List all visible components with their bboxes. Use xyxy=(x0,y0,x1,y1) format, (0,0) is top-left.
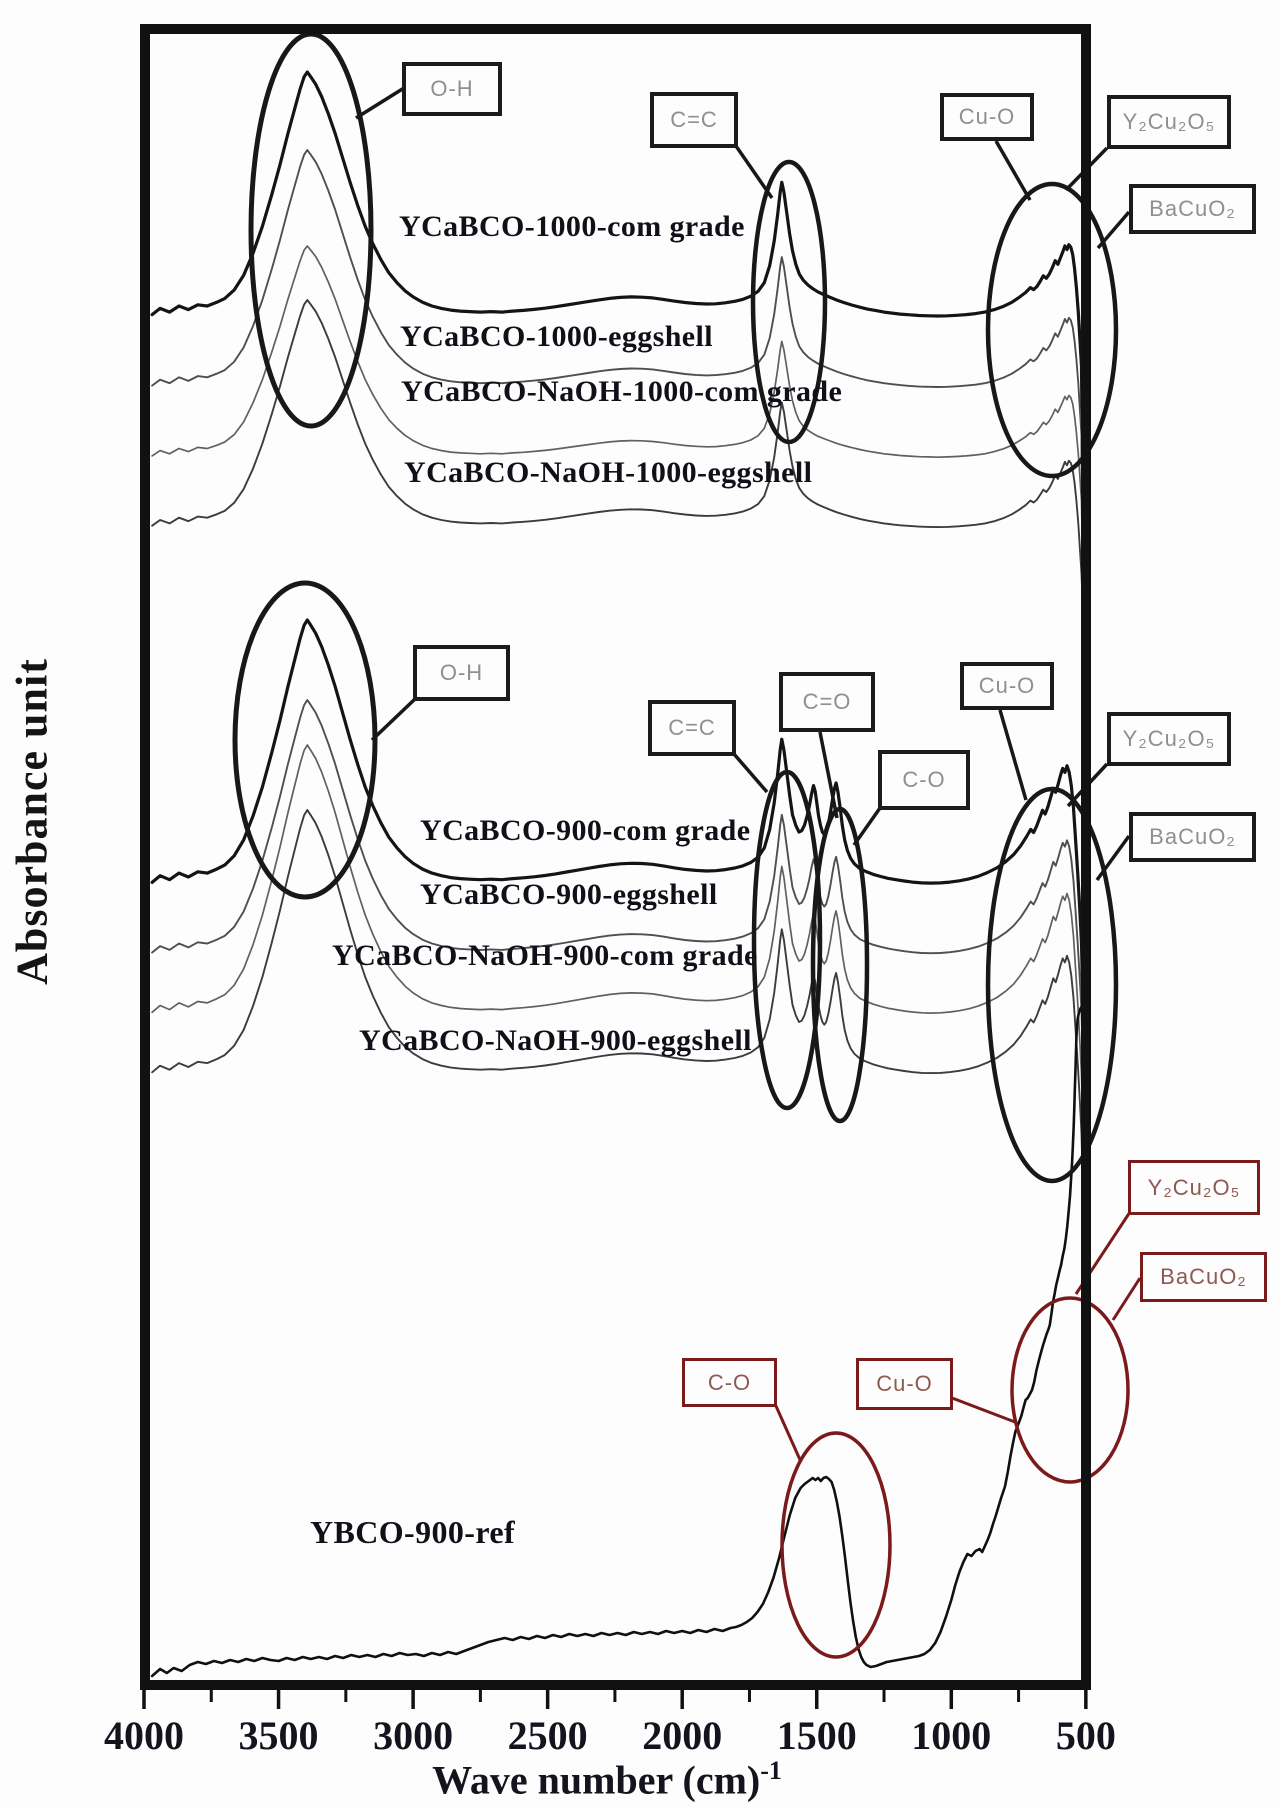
leader-line xyxy=(1096,210,1131,250)
leader-line xyxy=(774,1405,803,1463)
annotation-box-y-cu-o: Y₂Cu₂O₅ xyxy=(1107,95,1231,149)
spectrum-ycabco-naoh-1000-eggshell xyxy=(151,299,1084,609)
annotation-box-cu-o: Cu-O xyxy=(960,662,1054,710)
peak-ellipses xyxy=(232,31,1130,1659)
curve-label-ycabco-900-com-grade: YCaBCO-900-com grade xyxy=(420,814,751,847)
curve-label-ycabco-naoh-1000-eggshell: YCaBCO-NaOH-1000-eggshell xyxy=(404,456,813,489)
spectrum-ycabco-1000-eggshell xyxy=(151,149,1084,546)
peak-ellipse xyxy=(780,1431,892,1659)
leader-line xyxy=(732,752,769,794)
peak-ellipse xyxy=(232,580,378,900)
annotation-box-bacuo: BaCuO₂ xyxy=(1140,1252,1267,1302)
annotation-box-y-cu-o: Y₂Cu₂O₅ xyxy=(1128,1160,1260,1215)
x-tick-label-4000: 4000 xyxy=(104,1713,184,1758)
spectrum-ybco-900-ref xyxy=(150,1005,1083,1678)
plot-border xyxy=(140,24,1091,1690)
x-tick-label-2500: 2500 xyxy=(507,1713,588,1758)
curve-label-ycabco-naoh-900-eggshell: YCaBCO-NaOH-900-eggshell xyxy=(359,1024,752,1057)
x-tick-label-3500: 3500 xyxy=(238,1713,319,1758)
peak-ellipse xyxy=(248,31,374,429)
spectrum-ycabco-naoh-1000-com-grade xyxy=(151,245,1084,579)
peak-ellipse xyxy=(750,159,828,445)
spectrum-ycabco-900-eggshell xyxy=(151,699,1084,1064)
peak-ellipse xyxy=(1010,1296,1130,1484)
curve-label-ycabco-1000-eggshell: YCaBCO-1000-eggshell xyxy=(400,320,713,353)
leader-line xyxy=(1111,1277,1142,1321)
leader-line xyxy=(818,731,839,819)
x-tick-label-1500: 1500 xyxy=(776,1713,857,1758)
spectrum-ycabco-naoh-900-eggshell xyxy=(151,809,1084,1186)
x-axis-title-exponent: -1 xyxy=(760,1756,782,1785)
x-axis-title-main: Wave number (cm) xyxy=(432,1757,761,1803)
curve-label-ycabco-900-eggshell: YCaBCO-900-eggshell xyxy=(420,878,718,911)
curve-label-ycabco-naoh-1000-com-grade: YCaBCO-NaOH-1000-com grade xyxy=(401,375,843,408)
x-axis-title: Wave number (cm)-1 xyxy=(377,1756,837,1803)
leader-line xyxy=(355,86,405,120)
peak-ellipse xyxy=(985,786,1119,1184)
annotation-box-bacuo: BaCuO₂ xyxy=(1129,184,1256,234)
annotation-box-c-o: C-O xyxy=(878,750,970,810)
spectra-curves xyxy=(150,70,1085,1678)
annotation-box-y-cu-o: Y₂Cu₂O₅ xyxy=(1107,712,1231,766)
leader-line xyxy=(852,806,882,847)
curve-label-ybco-900-ref: YBCO-900-ref xyxy=(310,1514,516,1550)
annotation-box-c-o: C-O xyxy=(682,1358,777,1407)
x-axis-ticks xyxy=(142,1688,1088,1709)
annotation-box-c-c: C=C xyxy=(648,700,736,756)
x-tick-label-1000: 1000 xyxy=(911,1713,992,1758)
x-tick-label-500: 500 xyxy=(1055,1713,1116,1758)
annotation-box-c-c: C=C xyxy=(650,92,738,148)
leader-line xyxy=(734,145,774,199)
leader-line xyxy=(951,1396,1016,1424)
peak-ellipse xyxy=(985,181,1119,479)
curve-label-ycabco-naoh-900-com-grade: YCaBCO-NaOH-900-com grade xyxy=(332,939,758,972)
spectrum-ycabco-900-com-grade xyxy=(150,618,1085,1002)
annotation-box-c-o: C=O xyxy=(779,672,875,732)
spectrum-ycabco-naoh-900-com-grade xyxy=(151,744,1084,1126)
leader-line xyxy=(1095,834,1131,882)
spectrum-ycabco-1000-com-grade xyxy=(150,70,1085,507)
annotation-box-o-h: O-H xyxy=(402,62,502,116)
leader-line xyxy=(994,140,1032,201)
annotation-box-cu-o: Cu-O xyxy=(940,93,1034,141)
peak-ellipse xyxy=(751,769,823,1111)
annotation-box-bacuo: BaCuO₂ xyxy=(1129,812,1256,862)
leader-line xyxy=(998,709,1028,801)
annotation-box-o-h: O-H xyxy=(413,645,510,701)
curve-label-ycabco-1000-com-grade: YCaBCO-1000-com grade xyxy=(399,210,745,243)
annotation-box-cu-o: Cu-O xyxy=(856,1358,953,1410)
leader-line xyxy=(370,697,417,742)
x-tick-label-2000: 2000 xyxy=(642,1713,723,1758)
peak-ellipse xyxy=(810,806,870,1124)
x-tick-label-3000: 3000 xyxy=(373,1713,454,1758)
